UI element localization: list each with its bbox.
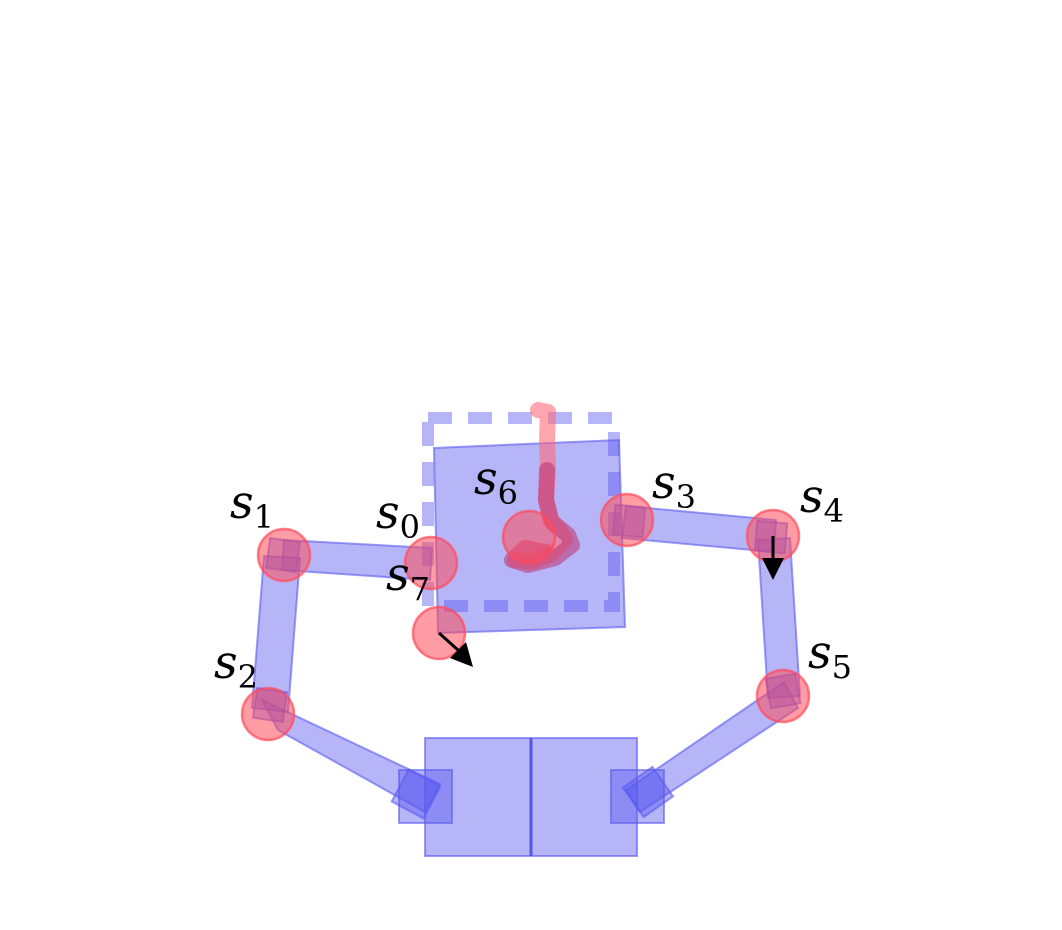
label-s6: s6	[474, 451, 518, 512]
label-s0: s0	[376, 485, 420, 546]
label-s2: s2	[214, 635, 258, 696]
joint-s3	[599, 492, 655, 548]
label-s3: s3	[652, 455, 696, 516]
left-joint-block	[390, 768, 442, 820]
label-s7: s7	[386, 547, 430, 608]
direction-arrows	[437, 536, 784, 667]
right-joint-block	[621, 765, 675, 819]
robot-base	[398, 737, 665, 857]
label-s1: s1	[230, 475, 274, 536]
label-s5: s5	[808, 625, 852, 686]
joint-s1	[256, 527, 312, 583]
joint-s2	[240, 686, 296, 742]
joint-markers	[240, 492, 811, 742]
joint-s0	[403, 535, 459, 591]
state-labels: s0 s1 s2 s3 s4 s5 s6 s7	[214, 451, 852, 696]
joint-s6	[501, 509, 557, 565]
arrow-s7-diagonal-icon	[437, 631, 473, 667]
joint-s5	[755, 668, 811, 724]
label-s4: s4	[800, 469, 844, 530]
arrow-s4-down-icon	[762, 536, 784, 580]
